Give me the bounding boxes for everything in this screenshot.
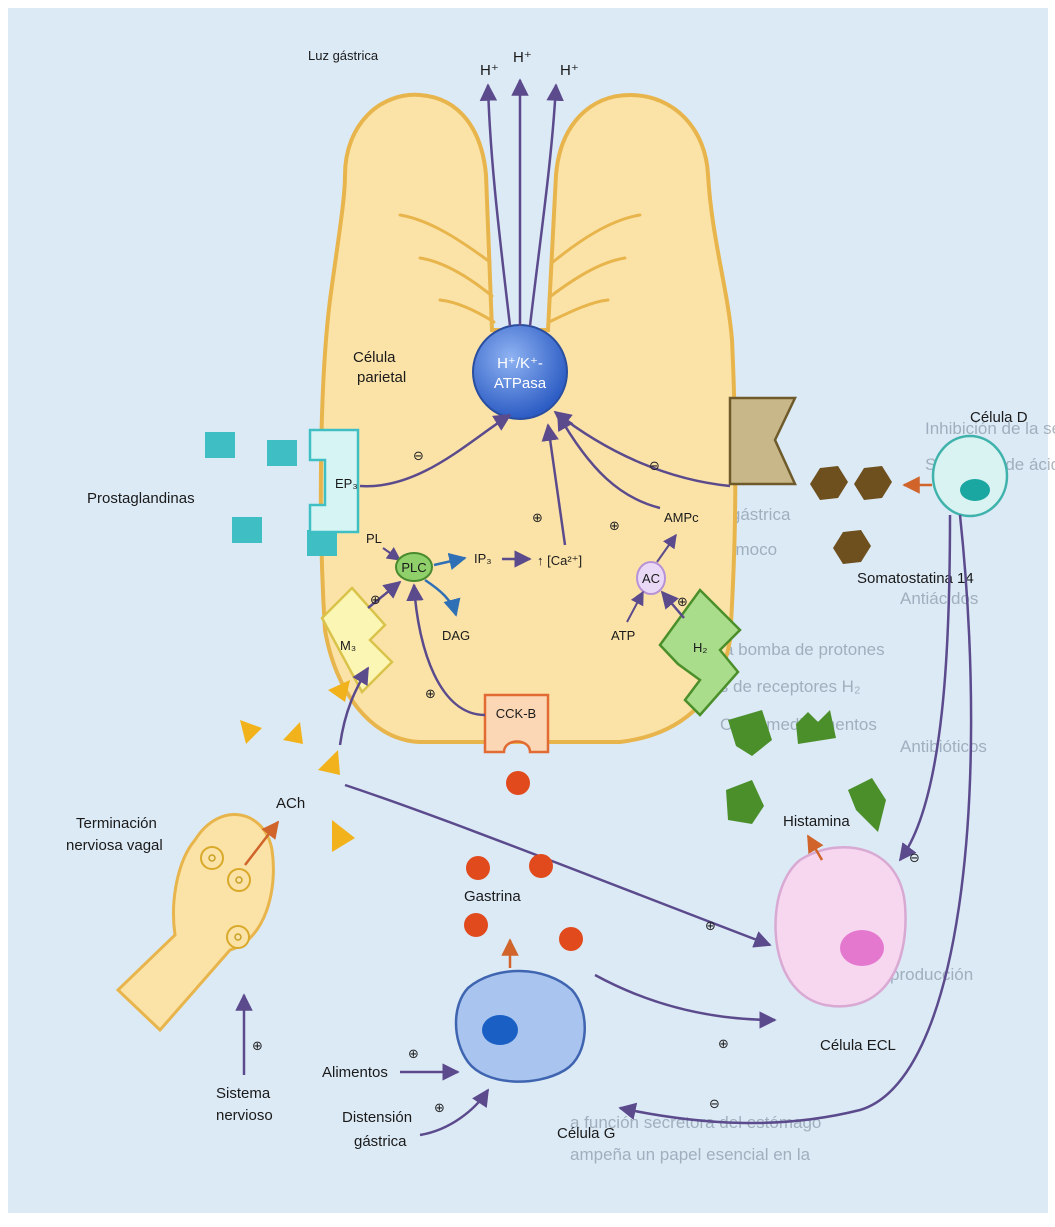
ampc-label: AMPc [664, 510, 699, 525]
plus-sign: ⊕ [609, 518, 620, 533]
plus-sign: ⊕ [532, 510, 543, 525]
d-cell-nucleus [960, 479, 990, 501]
prostaglandin-molecule [307, 530, 337, 556]
m3-label: M₃ [340, 638, 356, 653]
somatostatin-label: Somatostatina 14 [857, 570, 974, 587]
ac-label: AC [642, 571, 660, 586]
nervous-system-label-line1: Sistema [216, 1085, 271, 1102]
dag-label: DAG [442, 628, 470, 643]
minus-sign: ⊖ [909, 850, 920, 865]
ghost-text: ampeña un papel esencial en la [570, 1145, 811, 1164]
plus-sign: ⊕ [718, 1036, 729, 1051]
gastrin-molecule [506, 771, 530, 795]
ecl-cell [775, 847, 905, 1006]
pl-label: PL [366, 531, 382, 546]
h-plus-label: H⁺ [480, 62, 499, 79]
ach-label: ACh [276, 795, 305, 812]
gastric-lumen-label: Luz gástrica [308, 48, 379, 63]
vesicle [228, 869, 250, 891]
ecl-cell-label: Célula ECL [820, 1037, 896, 1054]
gastrin-molecule [464, 913, 488, 937]
atp-label: ATP [611, 628, 635, 643]
vesicle [201, 847, 223, 869]
ip3-label: IP₃ [474, 551, 492, 566]
food-label: Alimentos [322, 1064, 388, 1081]
h-plus-label: H⁺ [513, 49, 532, 66]
distension-label-line1: Distensión [342, 1109, 412, 1126]
plus-sign: ⊕ [677, 594, 688, 609]
prostaglandin-molecule [267, 440, 297, 466]
ep3-label: EP₃ [335, 476, 358, 491]
prostaglandins-label: Prostaglandinas [87, 490, 195, 507]
parietal-cell-label-line2: parietal [357, 369, 406, 386]
nervous-system-label-line2: nervioso [216, 1107, 273, 1124]
prostaglandin-molecule [205, 432, 235, 458]
pump-label-line2: ATPasa [494, 375, 547, 392]
h2-label: H₂ [693, 640, 707, 655]
plus-sign: ⊕ [434, 1100, 445, 1115]
d-cell [933, 436, 1007, 516]
distension-label-line2: gástrica [354, 1133, 407, 1150]
g-cell-label: Célula G [557, 1125, 615, 1142]
plus-sign: ⊕ [252, 1038, 263, 1053]
plus-sign: ⊕ [408, 1046, 419, 1061]
ghost-text: producción [890, 965, 973, 984]
prostaglandin-molecule [232, 517, 262, 543]
histamine-label: Histamina [783, 813, 850, 830]
proton-pump [473, 325, 567, 419]
h-plus-label: H⁺ [560, 62, 579, 79]
gastrin-molecule [529, 854, 553, 878]
d-cell-label: Célula D [970, 409, 1028, 426]
minus-sign: ⊖ [649, 458, 660, 473]
parietal-cell-label-line1: Célula [353, 349, 396, 366]
gastrin-molecule [466, 856, 490, 880]
ecl-cell-nucleus [840, 930, 884, 966]
vagal-ending-label-line1: Terminación [76, 815, 157, 832]
gastrin-label: Gastrina [464, 888, 521, 905]
vagal-ending-label-line2: nerviosa vagal [66, 837, 163, 854]
minus-sign: ⊖ [709, 1096, 720, 1111]
minus-sign: ⊖ [413, 448, 424, 463]
plus-sign: ⊕ [705, 918, 716, 933]
gastrin-molecule [559, 927, 583, 951]
g-cell [456, 971, 585, 1082]
plus-sign: ⊕ [425, 686, 436, 701]
calcium-label: ↑ [Ca²⁺] [537, 553, 582, 568]
plc-label: PLC [401, 560, 426, 575]
pump-label-line1: H⁺/K⁺- [497, 355, 543, 372]
cck-b-label: CCK-B [496, 706, 536, 721]
vesicle [227, 926, 249, 948]
g-cell-nucleus [482, 1015, 518, 1045]
plus-sign: ⊕ [370, 592, 381, 607]
ghost-text: Antibióticos [900, 737, 987, 756]
